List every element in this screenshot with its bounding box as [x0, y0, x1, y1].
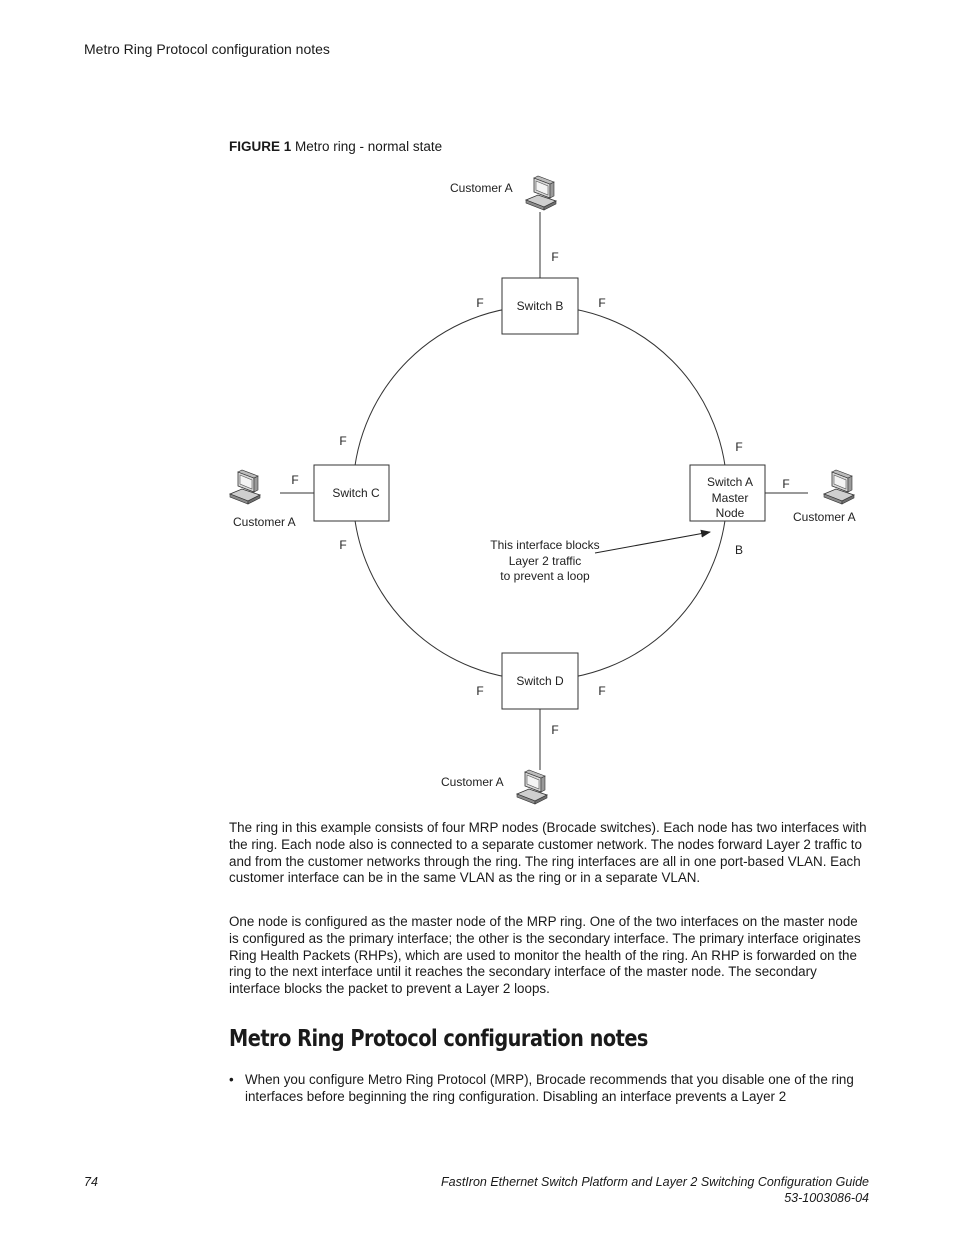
port-label-a-blocked: B	[735, 543, 743, 557]
port-label-d-right: F	[598, 684, 605, 698]
switch-a-label: Switch A	[707, 475, 753, 489]
computer-icon-right	[823, 469, 855, 505]
customer-label-left: Customer A	[233, 515, 296, 529]
switch-d: Switch D	[501, 652, 579, 710]
master-label: Master	[712, 491, 749, 505]
switch-b: Switch B	[501, 277, 579, 335]
port-label-d-left: F	[476, 684, 483, 698]
port-label-b-customer: F	[551, 250, 558, 264]
figure-title: Metro ring - normal state	[295, 139, 443, 154]
port-label-c-top: F	[339, 434, 346, 448]
footer-doc-number: 53-1003086-04	[784, 1191, 869, 1205]
computer-icon-top	[525, 175, 557, 211]
annotation-line-3: to prevent a loop	[500, 569, 590, 583]
figure-label: FIGURE 1	[229, 139, 292, 154]
switch-c: Switch C	[313, 464, 390, 522]
page-number: 74	[84, 1175, 98, 1189]
ring-line	[352, 305, 728, 681]
computer-icon-bottom	[516, 769, 548, 805]
metro-ring-diagram: Switch B Switch C Switch A Master Node S…	[229, 175, 856, 805]
computer-icon-left	[229, 469, 261, 505]
port-label-b-right: F	[598, 296, 605, 310]
port-label-c-bottom: F	[339, 538, 346, 552]
customer-label-top: Customer A	[450, 181, 513, 195]
footer-guide-title: FastIron Ethernet Switch Platform and La…	[441, 1175, 869, 1189]
section-heading: Metro Ring Protocol configuration notes	[229, 1026, 648, 1052]
port-label-c-customer: F	[291, 473, 298, 487]
annotation-line-1: This interface blocks	[490, 538, 599, 552]
body-paragraph-2: One node is configured as the master nod…	[229, 914, 861, 997]
port-label-b-left: F	[476, 296, 483, 310]
annotation-arrow	[594, 529, 711, 554]
port-label-d-customer: F	[551, 723, 558, 737]
running-header: Metro Ring Protocol configuration notes	[84, 41, 330, 57]
bullet-marker: •	[229, 1072, 234, 1087]
switch-a-master-node: Switch A Master Node	[689, 464, 766, 522]
switch-c-label: Switch C	[332, 486, 380, 500]
node-label: Node	[716, 506, 745, 520]
port-label-a-customer: F	[782, 477, 789, 491]
customer-label-right: Customer A	[793, 510, 856, 524]
switch-d-label: Switch D	[516, 674, 564, 688]
body-paragraph-1: The ring in this example consists of fou…	[229, 820, 867, 886]
switch-b-label: Switch B	[517, 299, 564, 313]
customer-label-bottom: Customer A	[441, 775, 504, 789]
figure-caption: FIGURE 1 Metro ring - normal state	[229, 139, 442, 154]
annotation-line-2: Layer 2 traffic	[509, 554, 581, 568]
bullet-item-1: When you configure Metro Ring Protocol (…	[245, 1072, 854, 1104]
port-label-a-top: F	[735, 440, 742, 454]
